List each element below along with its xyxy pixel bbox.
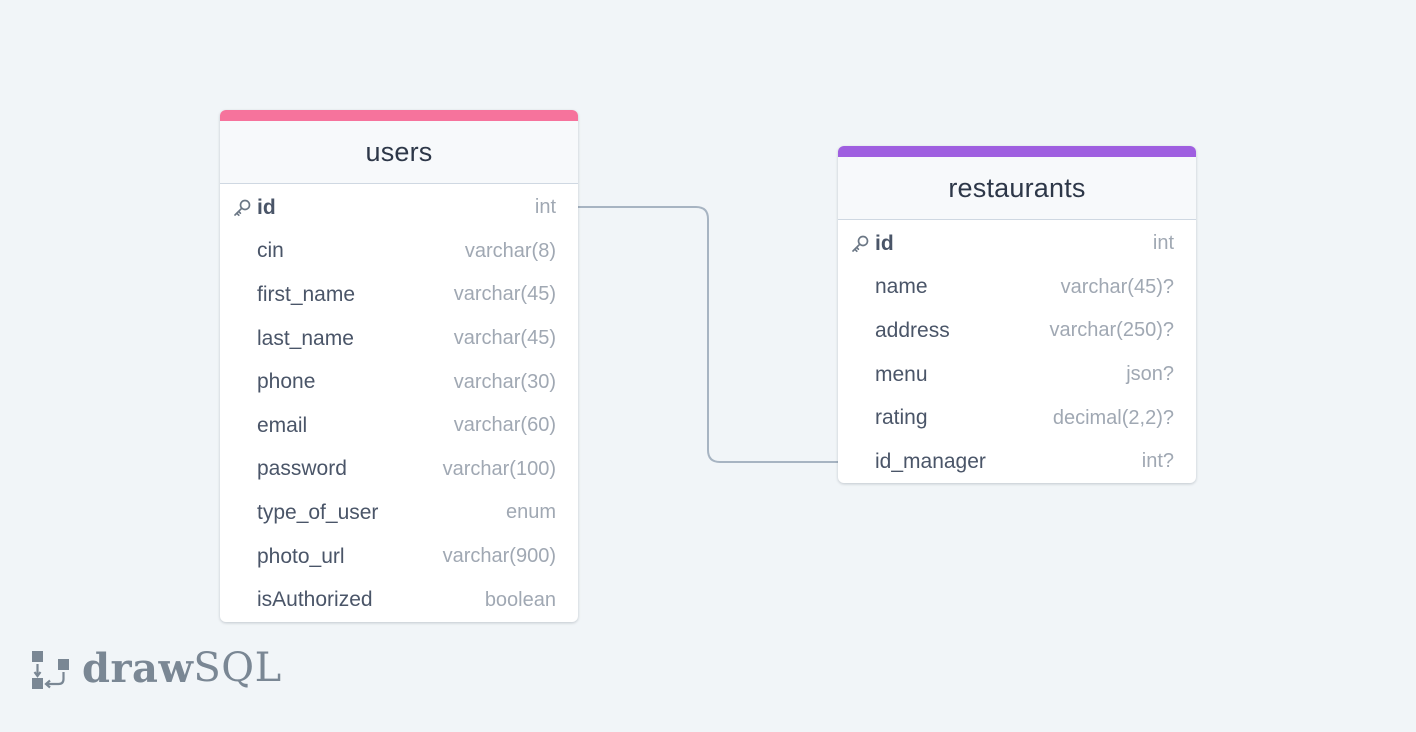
column-type: varchar(30) [453,370,556,393]
column-row[interactable]: photo_url varchar(900) [220,535,578,579]
logo-text-sql: SQL [193,645,282,691]
drawsql-logo[interactable]: draw SQL [30,643,282,693]
column-row[interactable]: id int [838,222,1196,266]
column-name: phone [257,370,316,394]
column-name: address [875,318,950,342]
table-header[interactable]: restaurants [838,157,1196,220]
column-row[interactable]: password varchar(100) [220,448,578,492]
table-accent-bar [838,146,1196,157]
column-row[interactable]: phone varchar(30) [220,360,578,404]
column-name: id [875,231,894,255]
primary-key-icon [849,233,871,255]
column-type: varchar(45)? [1060,275,1174,298]
column-name: isAuthorized [257,588,373,612]
table-accent-bar [220,110,578,121]
column-row[interactable]: cin varchar(8) [220,230,578,274]
column-type: int [534,196,556,219]
column-type: decimal(2,2)? [1052,406,1174,429]
column-name: last_name [257,326,354,350]
column-name: id [257,195,276,219]
column-type: int [1152,232,1174,255]
column-name: cin [257,239,284,263]
column-type: varchar(900) [442,545,556,568]
table-users[interactable]: users id int cin varchar(8) first_name v… [220,110,578,622]
table-header[interactable]: users [220,121,578,184]
column-row[interactable]: id_manager int? [838,440,1196,483]
column-name: menu [875,362,928,386]
column-name: type_of_user [257,500,379,524]
column-type: varchar(45) [453,283,556,306]
column-list: id int cin varchar(8) first_name varchar… [220,184,578,622]
column-row[interactable]: type_of_user enum [220,491,578,535]
column-row[interactable]: last_name varchar(45) [220,317,578,361]
column-name: name [875,275,928,299]
column-type: varchar(60) [453,414,556,437]
column-name: first_name [257,282,356,306]
table-restaurants[interactable]: restaurants id int name varchar(45)? add… [838,146,1196,483]
column-list: id int name varchar(45)? address varchar… [838,220,1196,483]
column-type: varchar(100) [442,457,556,480]
column-name: password [257,457,347,481]
column-row[interactable]: address varchar(250)? [838,309,1196,353]
column-row[interactable]: id int [220,186,578,230]
column-type: varchar(45) [453,327,556,350]
column-row[interactable]: first_name varchar(45) [220,273,578,317]
column-type: enum [505,501,556,524]
column-row[interactable]: isAuthorized boolean [220,578,578,622]
column-row[interactable]: rating decimal(2,2)? [838,396,1196,440]
table-title: users [365,136,433,167]
logo-text-draw: draw [82,644,194,692]
column-type: json? [1126,363,1174,386]
column-type: varchar(8) [464,239,556,262]
column-row[interactable]: menu json? [838,353,1196,397]
column-type: boolean [484,588,556,611]
table-title: restaurants [948,172,1086,203]
column-row[interactable]: name varchar(45)? [838,266,1196,310]
primary-key-icon [231,197,253,219]
column-name: photo_url [257,544,345,568]
column-name: email [257,413,308,437]
column-name: rating [875,406,928,430]
column-name: id_manager [875,449,986,473]
column-type: varchar(250)? [1049,319,1174,342]
column-type: int? [1141,450,1174,473]
column-row[interactable]: email varchar(60) [220,404,578,448]
drawsql-logo-icon [32,651,69,689]
